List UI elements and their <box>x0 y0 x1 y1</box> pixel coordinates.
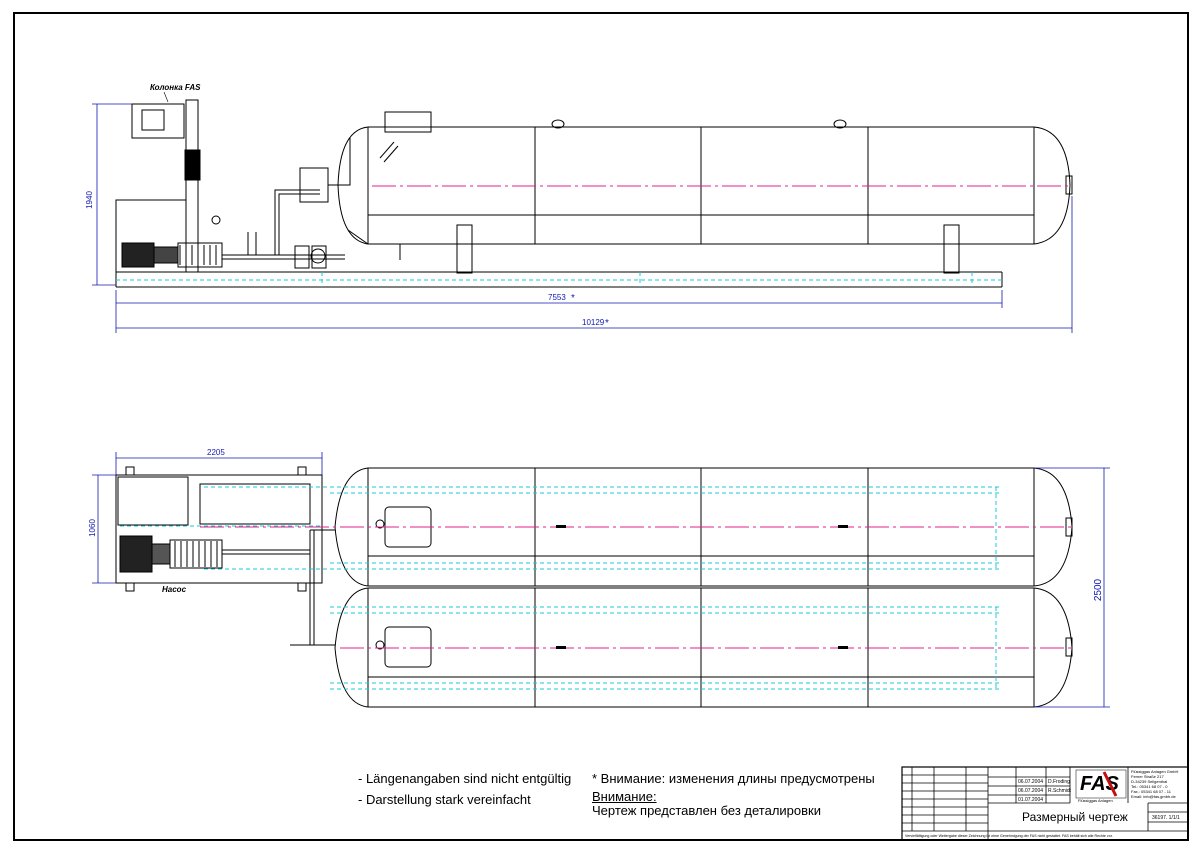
note-ru-1: * Внимание: изменения длины предусмотрен… <box>592 771 875 786</box>
drawing-title: Размерный чертеж <box>1022 810 1128 824</box>
side-base-frame <box>115 271 1003 288</box>
dimension-labels: 1940 7553 * 10129 * 2205 1060 2500 <box>85 191 1104 602</box>
side-tank <box>337 119 1073 245</box>
dim-top-width: 2205 <box>207 448 225 457</box>
dim-side-length-2: 10129 <box>582 318 605 327</box>
drawing-frame <box>13 12 1189 841</box>
company-info-3: D-34239 Seligenthal <box>1131 779 1167 784</box>
note-ru-2: Внимание: <box>592 789 657 804</box>
label-nasos: Насос <box>162 585 187 594</box>
title-name-1: D.Froding <box>1048 779 1070 785</box>
top-tank-upper <box>334 467 1073 587</box>
drawing-number: 36197. 1/1/1 <box>1152 815 1180 821</box>
dim-side-length-1: 7553 <box>548 293 566 302</box>
note-de-2: - Darstellung stark vereinfacht <box>358 792 531 807</box>
svg-text:FAS: FAS <box>1080 773 1120 795</box>
company-info-4: Tel.: 05341 68 07 - 0 <box>1131 784 1168 789</box>
side-hidden-lines <box>116 272 1002 287</box>
svg-text:*: * <box>605 318 609 329</box>
note-de-1: - Längenangaben sind nicht entgültig <box>358 771 572 786</box>
fas-logo-caption: Flüssiggas Anlagen <box>1078 798 1113 803</box>
top-centerlines <box>200 526 1072 649</box>
company-info-6: Email: info@fas.gmbh.de <box>1131 794 1177 799</box>
fas-logo: FAS Flüssiggas Anlagen <box>1075 769 1127 803</box>
top-view <box>115 466 1073 708</box>
title-block-text: 06.07.2004 06.07.2004 01.07.2004 D.Frodi… <box>905 769 1180 838</box>
title-block <box>901 766 1189 841</box>
title-date-1: 06.07.2004 <box>1018 779 1043 785</box>
company-info-2: Ferner Straße 217 <box>1131 774 1164 779</box>
label-kolonka: Колонка FAS <box>150 83 201 92</box>
top-markers <box>556 525 848 649</box>
dim-side-height: 1940 <box>85 191 94 209</box>
top-skid <box>115 466 335 646</box>
dim-top-height: 1060 <box>88 519 97 537</box>
side-view <box>115 99 1073 288</box>
svg-text:*: * <box>571 293 575 304</box>
side-pump <box>121 242 223 268</box>
side-dispenser <box>115 99 221 273</box>
company-info-5: Fax.: 05341 68 07 - 11 <box>1131 789 1172 794</box>
title-name-2: R.Schmidt <box>1048 788 1072 794</box>
title-date-3: 01.07.2004 <box>1018 797 1043 803</box>
top-dimensions <box>92 452 1110 708</box>
side-tank-leg <box>456 224 473 274</box>
title-date-2: 06.07.2004 <box>1018 788 1043 794</box>
company-info-1: Flüssiggas Anlagen GmbH <box>1131 769 1178 774</box>
dim-top-total-height: 2500 <box>1093 578 1104 601</box>
title-footer: Vervielfältigung oder Weitergabe dieser … <box>905 834 1113 838</box>
note-ru-3: Чертеж представлен без деталировки <box>592 803 821 818</box>
side-piping <box>222 111 432 269</box>
side-tank-leg <box>943 224 960 274</box>
side-dimensions <box>92 103 1073 333</box>
top-hidden-lines <box>120 486 1000 690</box>
